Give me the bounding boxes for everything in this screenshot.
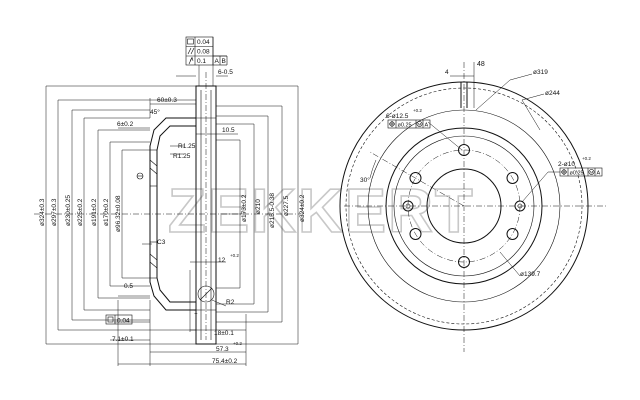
stud-position-tol: ø0.25 bbox=[398, 123, 412, 129]
runout-value: 0.1 bbox=[197, 58, 206, 65]
dia-297-label: ø297±0.3 bbox=[51, 198, 58, 226]
flatness-value: 0.04 bbox=[197, 39, 210, 46]
friction-diameter-label: ø244 bbox=[545, 90, 560, 97]
outer-disc-circle bbox=[339, 81, 589, 331]
locating-datum-a: A bbox=[597, 171, 601, 177]
dia-191-label: ø191±0.2 bbox=[91, 198, 98, 226]
angle-label: 30° bbox=[360, 176, 370, 184]
groove-radius-label: R2 bbox=[226, 299, 235, 306]
right-diameter-labels: ø173±0.2 ø210 ø215.5-0.38 ø227.5 ø324±0.… bbox=[241, 193, 306, 228]
flange-thickness-label: 7.1±0.1 bbox=[112, 336, 134, 343]
friction-width-label: 12 bbox=[218, 257, 226, 264]
section-view: 60±0.3 45° 6±0.2 10.5 R1.25 R1.25 C3 6-0… bbox=[34, 69, 306, 366]
overall-offset-tol: +0.2 bbox=[233, 341, 242, 346]
runout-datum-b: B bbox=[222, 58, 226, 65]
groove-depth-label: 1 bbox=[194, 309, 198, 316]
front-view: ø319 ø244 48 4 30° ø139.7 6-ø12.5 +0.2 ø… bbox=[339, 61, 606, 352]
runout-icon bbox=[188, 56, 194, 65]
rim-offset-label: 6±0.2 bbox=[117, 121, 134, 128]
dia-96-label: ø96.32±0.08 bbox=[115, 195, 122, 232]
hat-angle-label: 45° bbox=[150, 108, 160, 116]
total-height-label: 75.4±0.2 bbox=[212, 358, 238, 365]
hub-width-label: 60±0.3 bbox=[157, 97, 177, 104]
locating-holes-label: 2-ø10 bbox=[558, 161, 575, 168]
stud-hole bbox=[409, 172, 422, 184]
stud-holes-callout: 6-ø12.5 +0.2 ø0.25 M A bbox=[386, 108, 431, 129]
groove-detail bbox=[197, 285, 215, 303]
tolerance-frame: 0.04 0.08 0.1 A B bbox=[185, 36, 228, 86]
stud-holes bbox=[409, 144, 519, 268]
dia-170-label: ø170±0.2 bbox=[103, 198, 110, 226]
stud-hole bbox=[506, 228, 519, 240]
flatness-icon bbox=[107, 316, 114, 323]
stud-holes-label: 6-ø12.5 bbox=[386, 113, 409, 120]
stud-datum-a: A bbox=[425, 123, 429, 129]
stud-hole bbox=[458, 256, 470, 268]
watermark: ZEKKERT bbox=[168, 177, 475, 246]
runout-datum-a: A bbox=[215, 58, 220, 65]
face-flatness-frame: 0.04 bbox=[105, 314, 133, 325]
dia-324-label: ø324±0.3 bbox=[39, 198, 46, 226]
stud-datum-m: M bbox=[418, 122, 421, 127]
locating-datum-m: M bbox=[590, 170, 593, 175]
slot-detail bbox=[450, 62, 475, 108]
stud-holes-tol: +0.2 bbox=[413, 108, 422, 113]
locating-hole bbox=[402, 200, 414, 212]
dia-210-label: ø210 bbox=[255, 199, 262, 214]
slot-depth-label: 48 bbox=[477, 61, 485, 68]
left-diameter-labels: ø324±0.3 ø297±0.3 ø230±0.25 ø225±0.2 ø19… bbox=[39, 195, 122, 232]
vane-thickness-label: 10.5 bbox=[222, 127, 235, 134]
hub-depth-label: 18±0.1 bbox=[214, 330, 234, 337]
radius-inner-label: R1.25 bbox=[173, 153, 191, 160]
dia-215-label: ø215.5-0.38 bbox=[269, 193, 276, 228]
bolt-circle bbox=[407, 149, 521, 263]
center-bore bbox=[426, 168, 502, 244]
dia-173-label: ø173±0.2 bbox=[241, 194, 248, 222]
friction-width-tol: +0.2 bbox=[230, 253, 239, 258]
outer-diameter-label: ø319 bbox=[533, 69, 548, 76]
locating-position-tol: ø0.25 bbox=[570, 171, 584, 177]
face-flatness-value: 0.04 bbox=[117, 318, 130, 325]
locating-holes-tol: +0.2 bbox=[582, 156, 591, 161]
chamfer-label: C3 bbox=[157, 239, 166, 246]
dia-225-label: ø225±0.2 bbox=[77, 198, 84, 226]
position-icon bbox=[561, 169, 567, 175]
parallelism-icon bbox=[187, 47, 195, 55]
locating-holes bbox=[402, 200, 526, 212]
flatness-icon bbox=[187, 38, 194, 45]
locating-hole bbox=[514, 200, 526, 212]
overall-offset-label: 57.3 bbox=[216, 346, 229, 353]
dia-324r-label: ø324±0.2 bbox=[299, 194, 306, 222]
slot-width-label: 4 bbox=[445, 69, 449, 76]
position-icon bbox=[389, 121, 395, 127]
stud-hole bbox=[409, 228, 422, 240]
pilot-step-label: 0.5 bbox=[124, 283, 133, 290]
thickness-variation-label: 6-0.5 bbox=[218, 69, 233, 76]
stud-hole bbox=[458, 144, 470, 156]
locating-holes-callout: 2-ø10 +0.2 ø0.25 M A bbox=[548, 156, 603, 177]
parallelism-value: 0.08 bbox=[197, 49, 210, 56]
stud-hole bbox=[506, 172, 519, 184]
bolt-circle-label: ø139.7 bbox=[520, 271, 541, 278]
dia-227-label: ø227.5 bbox=[283, 195, 290, 216]
dia-230-label: ø230±0.25 bbox=[65, 195, 72, 226]
radius-outer-label: R1.25 bbox=[178, 143, 196, 150]
